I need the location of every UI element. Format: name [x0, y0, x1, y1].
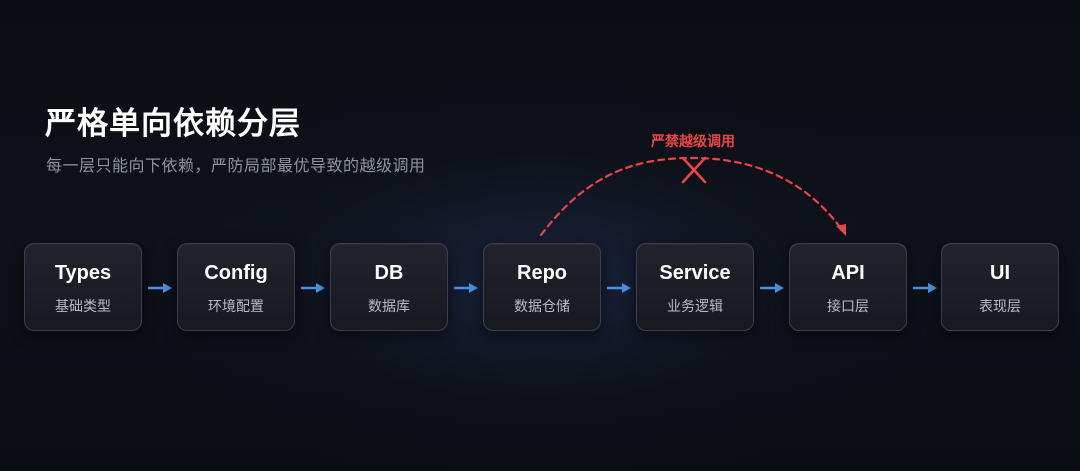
layer-name: Service — [659, 262, 731, 284]
arrow-right-icon — [760, 283, 784, 293]
layer-name: API — [831, 262, 865, 284]
layer-node-ui: UI 表现层 — [941, 243, 1059, 331]
layer-desc: 基础类型 — [55, 299, 111, 315]
layer-node-api: API 接口层 — [789, 243, 907, 331]
arrow-right-icon — [454, 283, 478, 293]
arrow-right-icon — [148, 283, 172, 293]
layer-desc: 接口层 — [827, 299, 869, 315]
layer-desc: 表现层 — [979, 299, 1021, 315]
layer-desc: 数据仓储 — [514, 299, 570, 315]
layer-node-config: Config 环境配置 — [177, 243, 295, 331]
layer-name: Config — [204, 262, 268, 284]
arrow-right-icon — [301, 283, 325, 293]
layer-name: Repo — [517, 262, 567, 284]
layer-name: UI — [990, 262, 1010, 284]
layer-node-service: Service 业务逻辑 — [636, 243, 754, 331]
layer-name: Types — [54, 262, 112, 284]
arrow-right-icon — [607, 283, 631, 293]
arrow-right-icon — [913, 283, 937, 293]
page-title: 严格单向依赖分层 — [45, 106, 301, 142]
page-subtitle: 每一层只能向下依赖，严防局部最优导致的越级调用 — [46, 156, 426, 175]
layer-name: DB — [374, 262, 404, 284]
layer-desc: 数据库 — [368, 299, 410, 315]
layer-desc: 环境配置 — [208, 299, 264, 315]
layer-node-types: Types 基础类型 — [24, 243, 142, 331]
forbidden-call-label: 严禁越级调用 — [651, 134, 735, 150]
layer-desc: 业务逻辑 — [667, 299, 723, 315]
layer-node-repo: Repo 数据仓储 — [483, 243, 601, 331]
layer-node-db: DB 数据库 — [330, 243, 448, 331]
